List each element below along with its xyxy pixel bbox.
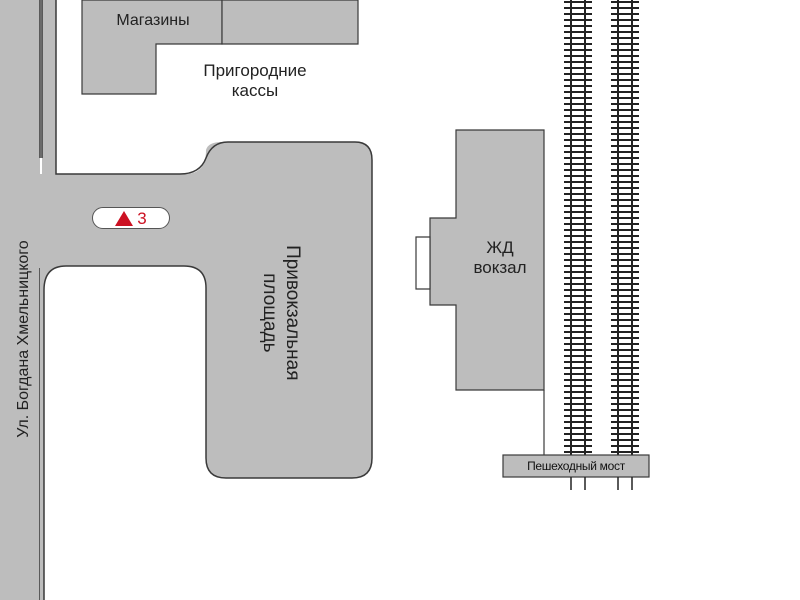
rail-stubs: [570, 477, 633, 490]
street-label: Ул. Богдана Хмельницкого: [15, 240, 32, 438]
rail-ties-1: [564, 1, 592, 453]
square-line1: Привокзальная: [281, 245, 303, 381]
street-area: [0, 0, 40, 600]
stub-road: [42, 0, 56, 174]
suburban-tickets-line2: кассы: [231, 80, 279, 100]
station-entrance: [415, 236, 431, 290]
station-line2: вокзал: [473, 257, 527, 277]
station-building: [429, 129, 545, 391]
point-marker-3[interactable]: 3: [92, 207, 170, 229]
suburban-tickets-line1: Пригородние: [203, 61, 307, 80]
rail-ties-2: [611, 1, 639, 453]
footbridge: [502, 454, 650, 478]
ticket-office-building: [221, 0, 359, 45]
station-label: ЖД вокзал: [456, 238, 544, 277]
shops-building: [81, 0, 223, 95]
suburban-tickets-label: Пригородние кассы: [170, 61, 340, 100]
shops-label: Магазины: [116, 12, 190, 29]
marker-number: 3: [137, 208, 147, 228]
station-line1: ЖД: [486, 238, 514, 257]
square-outline: [43, 0, 373, 600]
footbridge-label: Пешеходный мост: [527, 459, 625, 473]
square-label: Привокзальная площадь: [257, 213, 303, 413]
triangle-marker-icon: [115, 210, 134, 226]
square-line2: площадь: [259, 273, 280, 353]
